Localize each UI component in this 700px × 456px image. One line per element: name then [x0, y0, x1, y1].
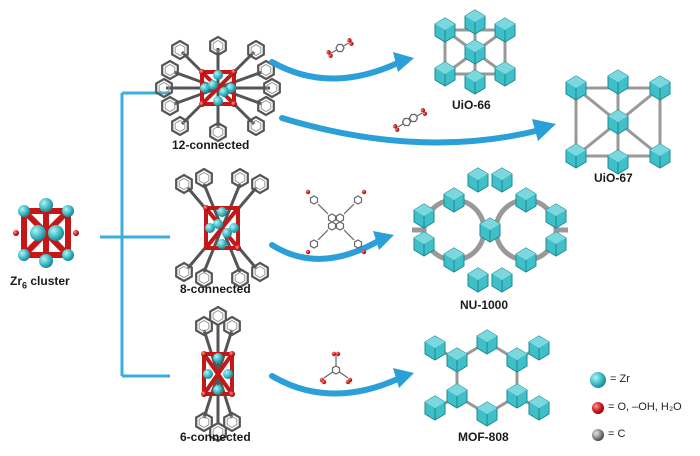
tbapy-linker [305, 189, 367, 255]
nu1000-label: NU-1000 [460, 298, 509, 312]
node-6-label: 6-connected [180, 430, 251, 444]
btc-linker [319, 351, 353, 385]
uio66-framework [434, 9, 516, 95]
legend-c-label: = C [608, 428, 626, 440]
mof808-framework [424, 329, 550, 427]
legend-o-label: = O, –OH, H₂O [608, 401, 682, 413]
legend-o-sphere [592, 402, 604, 414]
cluster-label-sub: 6 [22, 280, 28, 291]
node-8-label: 8-connected [180, 282, 251, 296]
legend-zr-label: = Zr [610, 373, 630, 385]
uio66-label: UiO-66 [452, 98, 491, 112]
arrow-to-mof808 [269, 368, 414, 397]
uio67-framework [565, 69, 671, 175]
uio67-label: UiO-67 [594, 171, 633, 185]
node-12-label: 12-connected [172, 138, 250, 152]
node-12-connected-model [155, 35, 281, 143]
node-6-connected-model [195, 305, 241, 443]
arrow-to-uio66 [269, 52, 414, 82]
cluster-label-main: Zr [10, 274, 22, 288]
node-8-connected-model [175, 167, 269, 289]
arrow-to-nu1000 [269, 231, 394, 262]
legend-zr-sphere [590, 372, 606, 388]
zr6-cluster-model [13, 198, 79, 268]
mof808-label: MOF-808 [458, 430, 509, 444]
bpdc-linker [392, 108, 428, 132]
nu1000-framework [412, 167, 568, 293]
legend-c-sphere [592, 429, 604, 441]
cluster-label: Zr6 cluster [10, 274, 70, 290]
branch-connector [100, 91, 170, 378]
cluster-label-rest: cluster [27, 274, 70, 288]
arrow-to-uio67 [279, 115, 556, 146]
bdc-linker [326, 38, 354, 58]
